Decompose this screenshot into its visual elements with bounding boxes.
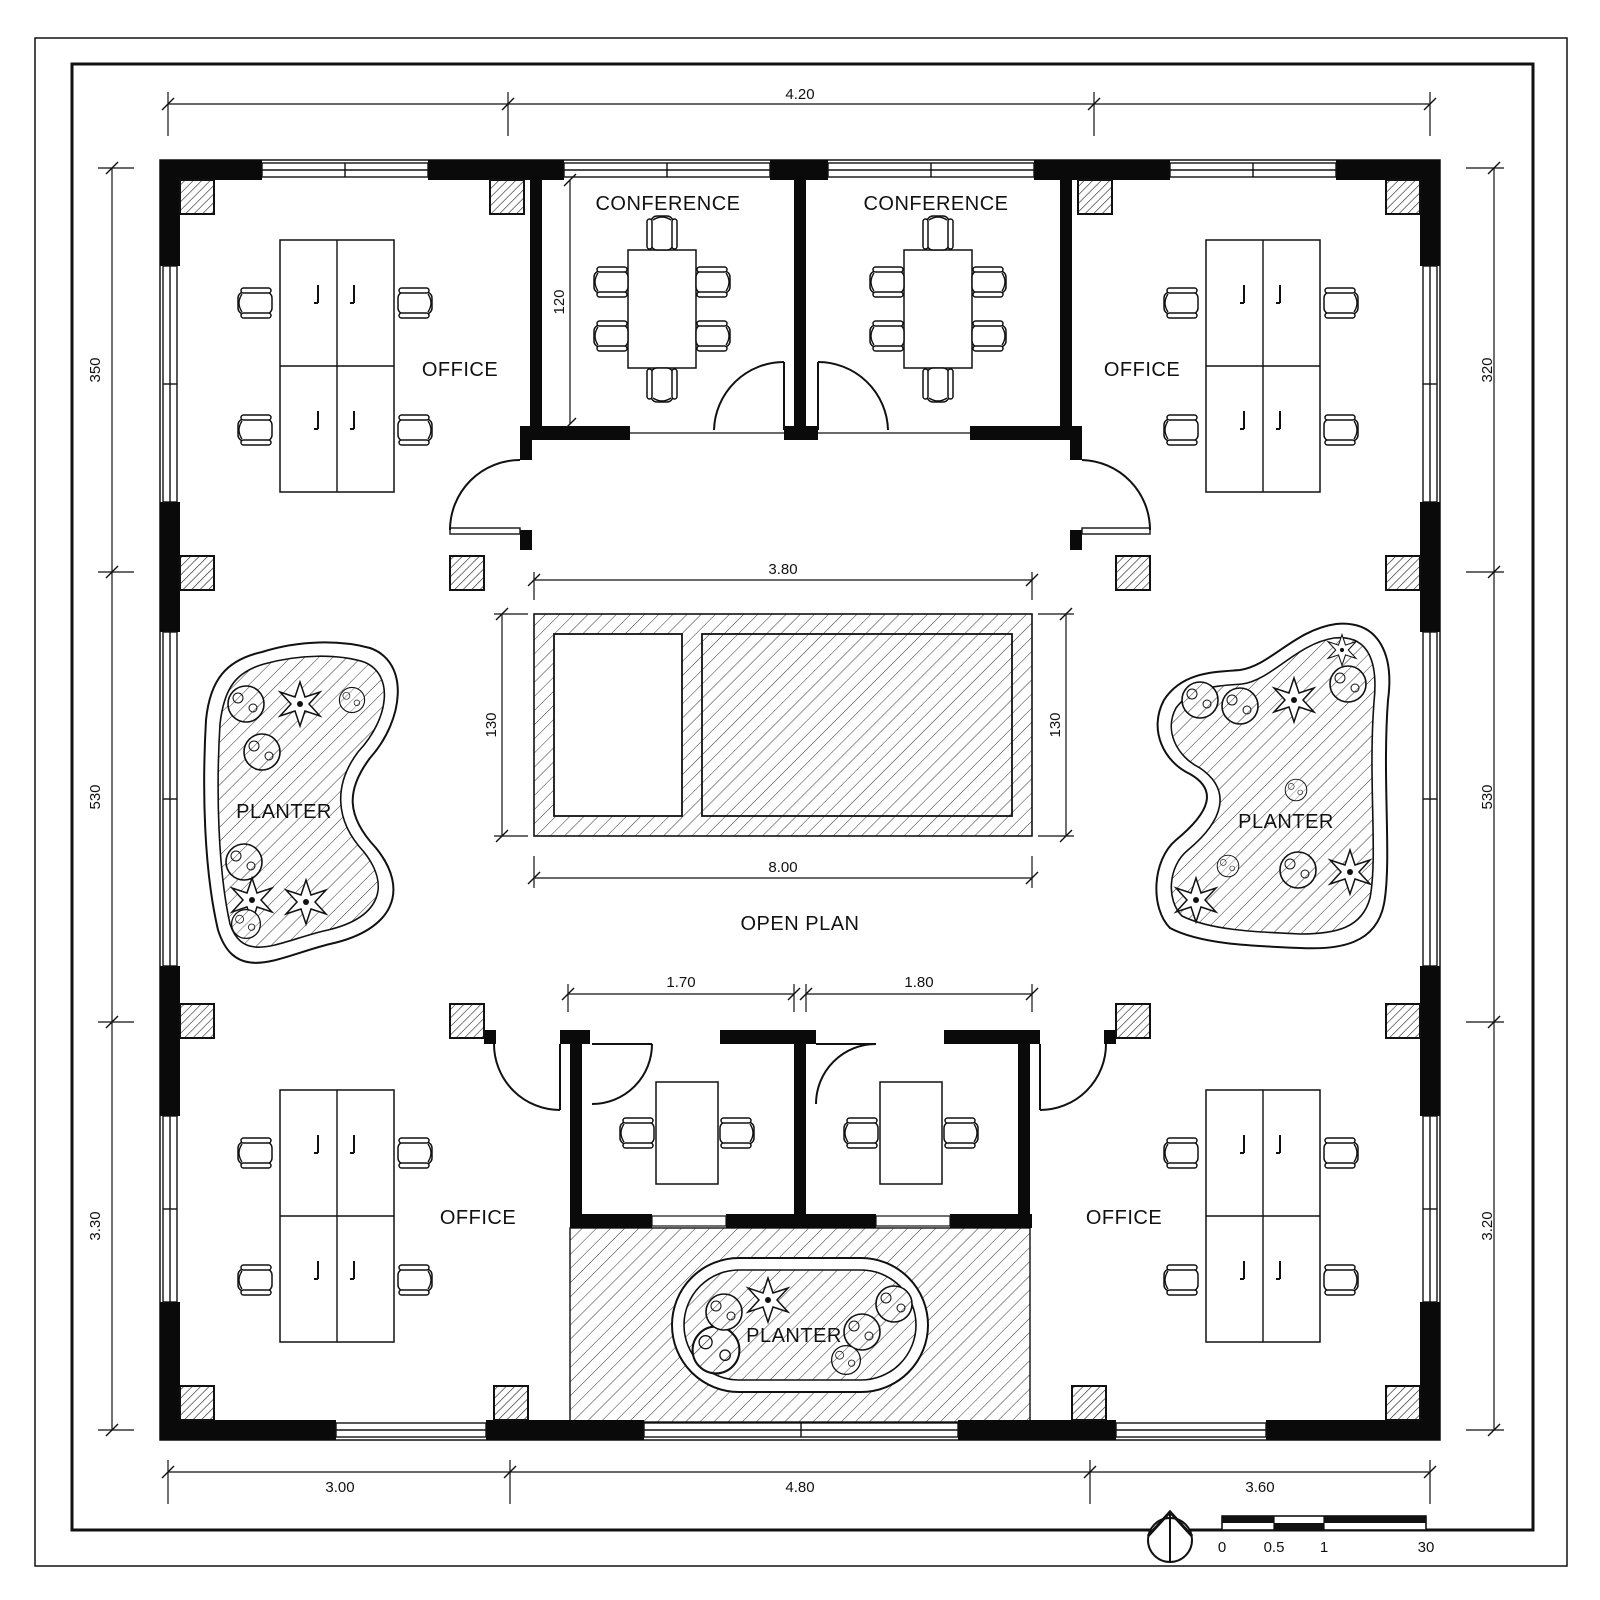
label-office-bottom-right: OFFICE [1086, 1207, 1162, 1229]
small-room-desk-right [843, 1081, 979, 1185]
label-open-plan: OPEN PLAN [741, 913, 860, 935]
dim-bottom-middle: 4.80 [785, 1479, 814, 1496]
interior-windows [630, 432, 970, 1227]
dim-center-right: 130 [1047, 712, 1064, 737]
desk-top-right [1205, 239, 1321, 493]
planter-left [203, 641, 399, 964]
dim-right-middle: 530 [1479, 784, 1496, 809]
dim-small-room-right: 1.80 [904, 974, 933, 991]
dim-bottom-right: 3.60 [1245, 1479, 1274, 1496]
scale-bar [1221, 1515, 1427, 1531]
dim-conference-height: 120 [551, 289, 568, 314]
desk-bottom-right [1205, 1089, 1321, 1343]
small-room-desk-left [619, 1081, 755, 1185]
conference-table-left [593, 215, 731, 403]
scale-label-2: 1 [1320, 1539, 1328, 1556]
desk-bottom-left [279, 1089, 395, 1343]
doors [449, 361, 1151, 1111]
north-arrow-icon [1146, 1509, 1194, 1563]
interior-walls [484, 180, 1116, 1228]
dim-small-room-left: 1.70 [666, 974, 695, 991]
dimension-lines [98, 92, 1504, 1504]
scale-label-1: 0.5 [1264, 1539, 1285, 1556]
label-conference-right: CONFERENCE [863, 193, 1008, 215]
dim-center-bottom: 8.00 [768, 859, 797, 876]
desk-top-left [279, 239, 395, 493]
planter-bottom [671, 1257, 929, 1393]
columns [179, 179, 1421, 1421]
conference-table-right [869, 215, 1007, 403]
dim-bottom-left: 3.00 [325, 1479, 354, 1496]
label-planter-bottom: PLANTER [746, 1325, 842, 1347]
planter-right [1155, 622, 1391, 950]
label-office-bottom-left: OFFICE [440, 1207, 516, 1229]
outer-frame [34, 37, 1568, 1567]
dim-top-overall: 4.20 [785, 86, 814, 103]
dim-left-top: 350 [87, 357, 104, 382]
label-planter-right: PLANTER [1238, 811, 1334, 833]
dim-center-left: 130 [483, 712, 500, 737]
scale-label-3: 30 [1418, 1539, 1435, 1556]
dim-left-bottom: 3.30 [87, 1211, 104, 1240]
dim-right-top: 320 [1479, 357, 1496, 382]
scale-label-0: 0 [1218, 1539, 1226, 1556]
dim-center-top: 3.80 [768, 561, 797, 578]
label-conference-left: CONFERENCE [595, 193, 740, 215]
label-office-top-right: OFFICE [1104, 359, 1180, 381]
inner-frame [70, 62, 1535, 1532]
label-office-top-left: OFFICE [422, 359, 498, 381]
label-planter-left: PLANTER [236, 801, 332, 823]
central-feature [533, 613, 1033, 837]
windows [162, 162, 1438, 1438]
dim-right-bottom: 3.20 [1479, 1211, 1496, 1240]
exterior-walls [160, 160, 1440, 1440]
dim-left-middle: 530 [87, 784, 104, 809]
